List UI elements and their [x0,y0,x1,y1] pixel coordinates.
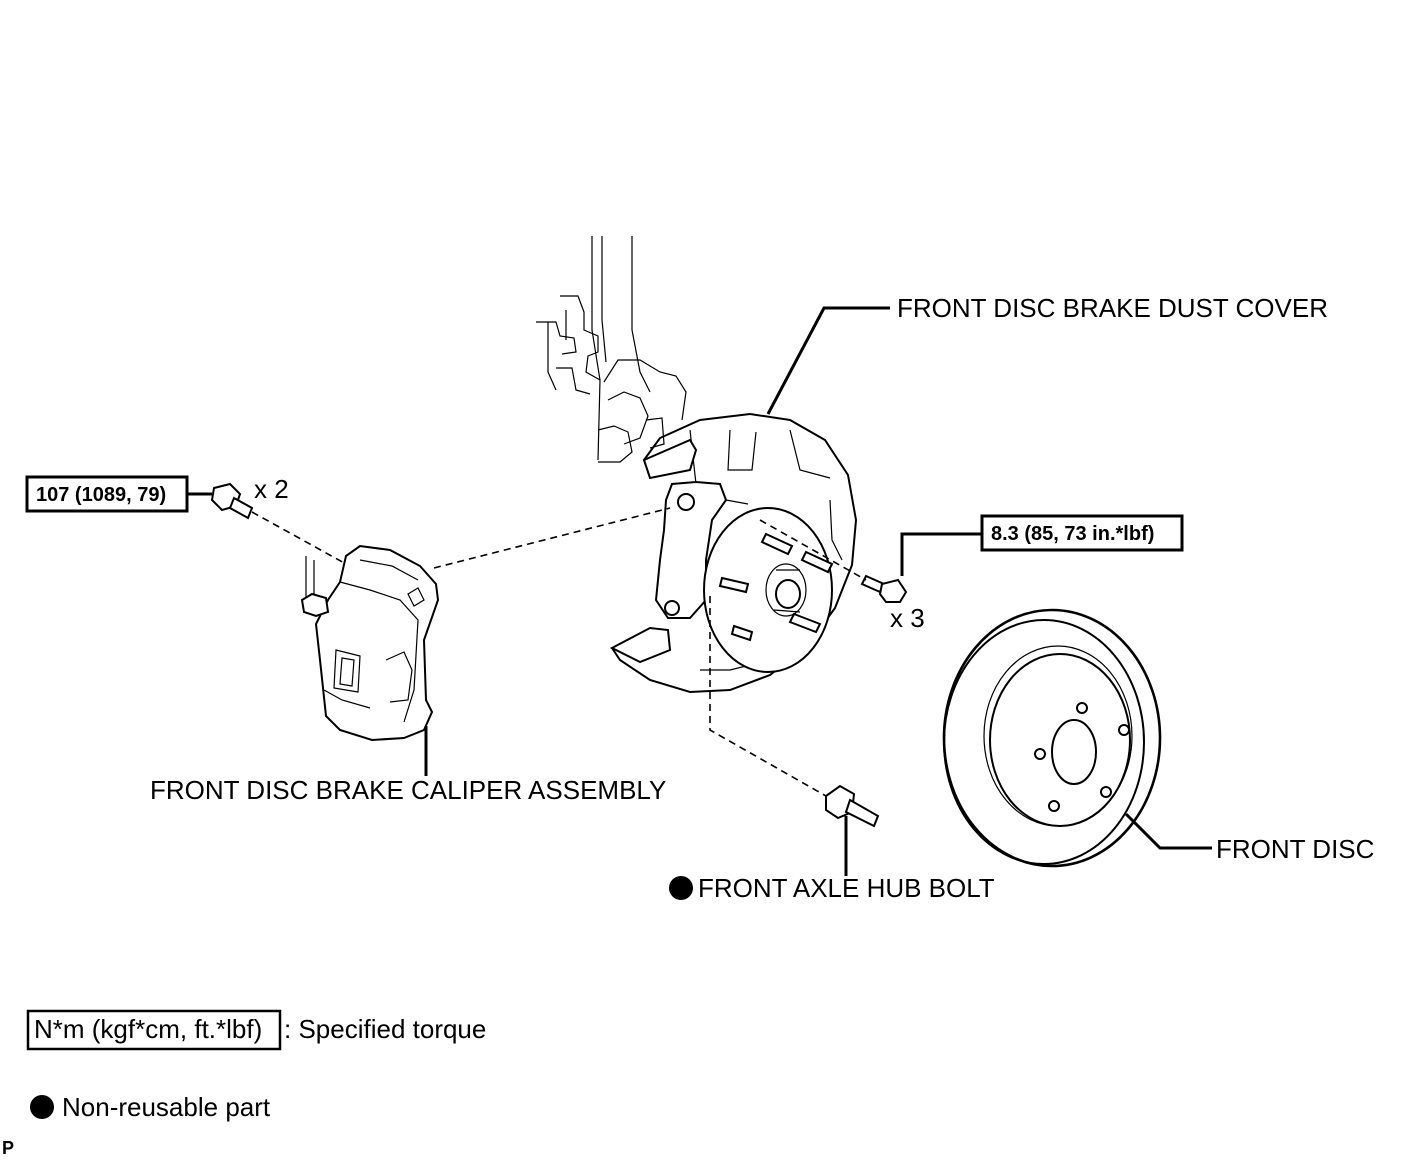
axle-hub-drawing [703,507,834,673]
legend: N*m (kgf*cm, ft.*lbf) : Specified torque… [26,1009,486,1122]
caliper-torque-box [25,475,189,513]
legend-torque-text: : Specified torque [284,1014,486,1044]
front-disc-drawing [942,608,1162,868]
hub-studs [718,532,834,642]
dust-cover-label: FRONT DISC BRAKE DUST COVER [897,293,1328,323]
caliper-label: FRONT DISC BRAKE CALIPER ASSEMBLY [150,775,666,805]
dust-cover-torque-value: 8.3 (85, 73 in.*lbf) [991,523,1154,545]
caliper-torque-value: 107 (1089, 79) [36,484,166,506]
caliper-bolt-quantity: x 2 [254,474,289,504]
corner-mark: P [2,1138,14,1158]
dust-cover-torque-box [980,514,1184,552]
dust-cover-bolt-quantity: x 3 [890,603,925,633]
caliper-bolt-icon [210,482,254,520]
nonreusable-marker-icon [669,876,693,900]
hub-bolt-label: FRONT AXLE HUB BOLT [698,873,995,903]
dust-cover-bolt-icon [860,574,908,603]
assembly-dashed-lines [251,507,867,797]
front-disc-label: FRONT DISC [1216,834,1374,864]
legend-torque-box [26,1009,282,1051]
strut-drawing [536,236,687,463]
legend-nonreusable-icon [30,1095,54,1119]
legend-nonreusable-text: Non-reusable part [62,1092,271,1122]
hub-bolt-icon [825,784,880,828]
legend-torque-units: N*m (kgf*cm, ft.*lbf) [34,1014,262,1044]
caliper-drawing [300,544,440,742]
leader-lines [186,306,1212,876]
